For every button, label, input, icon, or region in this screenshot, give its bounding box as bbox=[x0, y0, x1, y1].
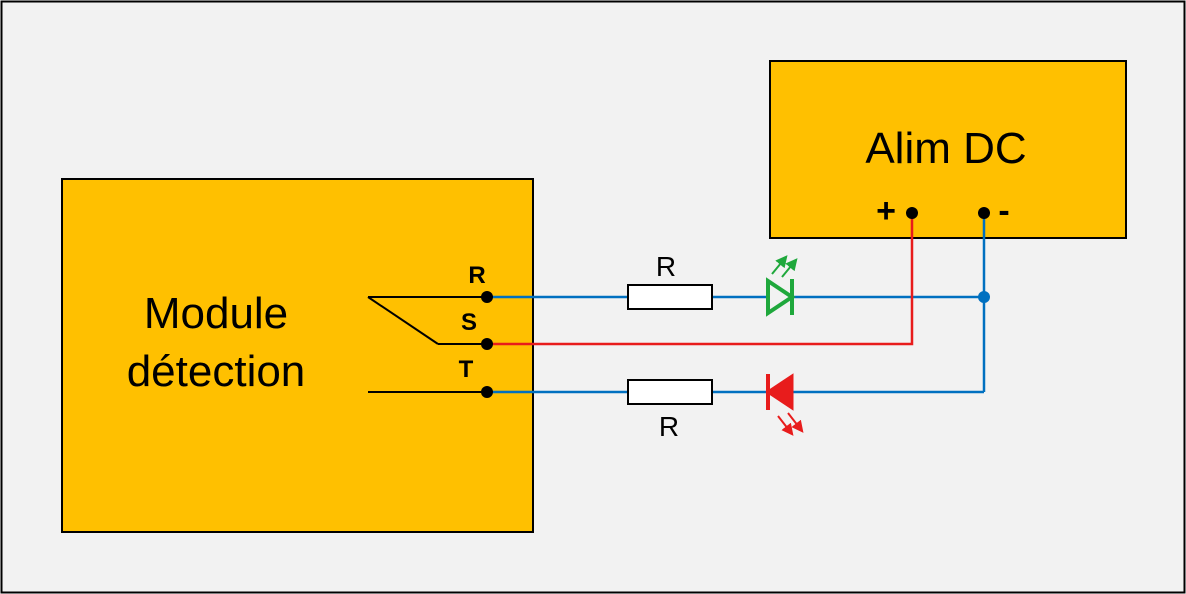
resistor-bottom: R bbox=[627, 379, 713, 442]
resistor-bottom-label: R bbox=[659, 411, 679, 442]
module-title-line2: détection bbox=[127, 347, 306, 396]
negative-terminal-label: - bbox=[998, 192, 1009, 230]
power-supply-box: Alim DC + - bbox=[769, 60, 1127, 239]
power-supply-title: Alim DC bbox=[865, 124, 1026, 173]
module-detection-box: Module détection bbox=[61, 178, 534, 533]
module-title-line1: Module bbox=[144, 289, 288, 338]
positive-terminal-label: + bbox=[876, 192, 896, 230]
terminal-r-dot bbox=[481, 291, 493, 303]
green-led-icon bbox=[766, 255, 798, 317]
junction-node bbox=[978, 291, 990, 303]
red-led-icon bbox=[765, 373, 804, 436]
terminal-r-label: R bbox=[468, 262, 485, 289]
terminal-s-label: S bbox=[461, 309, 477, 336]
negative-terminal-dot bbox=[978, 207, 990, 219]
terminal-t-dot bbox=[481, 386, 493, 398]
positive-terminal-dot bbox=[906, 207, 918, 219]
terminal-s-dot bbox=[481, 338, 493, 350]
switch-blade bbox=[367, 296, 439, 345]
relay-contacts bbox=[367, 296, 487, 393]
positive-wire bbox=[487, 213, 914, 346]
resistor-top: R bbox=[627, 251, 713, 310]
terminal-t-label: T bbox=[459, 356, 474, 383]
resistor-top-label: R bbox=[656, 251, 676, 282]
